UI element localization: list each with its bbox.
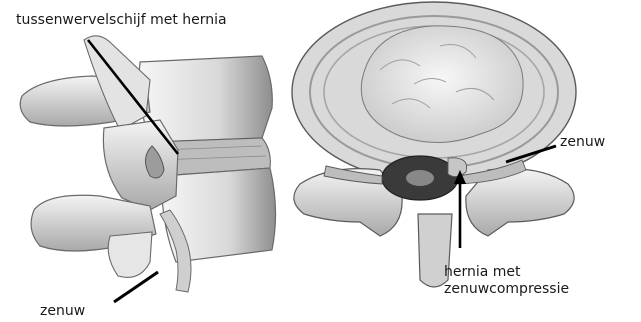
herniation-compression bbox=[448, 158, 467, 177]
hernia-compression-line-1: hernia met bbox=[444, 264, 569, 281]
lateral-spine-view bbox=[20, 36, 275, 302]
disc-hernia-label: tussenwervelschijf met hernia bbox=[16, 12, 227, 29]
nucleus-pulposus bbox=[361, 26, 523, 143]
axial-vertebra-view bbox=[292, 2, 576, 287]
facet-joint bbox=[103, 120, 178, 210]
nerve-right-label: zenuw bbox=[560, 134, 605, 151]
hernia-compression-line-2: zenuwcompressie bbox=[444, 281, 569, 298]
hernia-compression-label: hernia met zenuwcompressie bbox=[444, 264, 569, 298]
nerve-left-label: zenuw bbox=[40, 303, 85, 320]
lower-spinous-process bbox=[108, 232, 152, 277]
